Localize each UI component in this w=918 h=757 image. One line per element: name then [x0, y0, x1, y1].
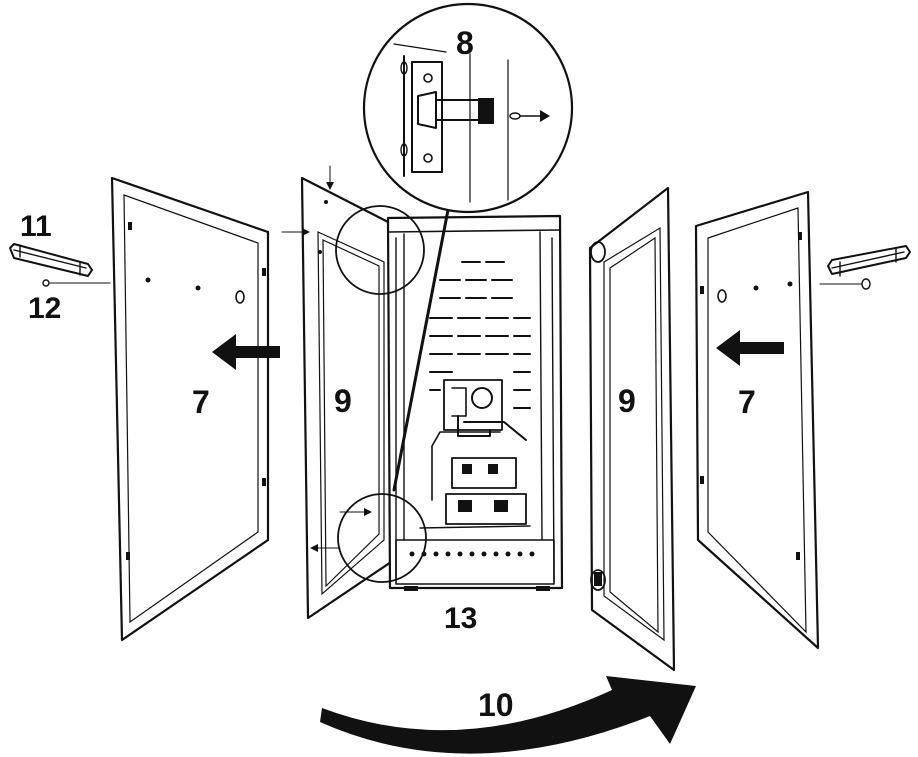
detail-leader-line [392, 208, 450, 492]
callout-13: 13 [444, 602, 477, 635]
arrow-right [716, 330, 784, 366]
arrow-left [212, 334, 280, 370]
side-panel-left [110, 176, 270, 642]
detail-circle-upper [335, 205, 425, 295]
detail-circle-lower [337, 493, 427, 583]
handle-right [827, 245, 911, 277]
door-right [588, 186, 676, 672]
screw-right [819, 278, 871, 290]
callout-9-left: 9 [334, 383, 352, 419]
callout-11: 11 [20, 210, 52, 243]
callout-10: 10 [478, 687, 514, 723]
callout-7-right: 7 [738, 384, 756, 420]
callout-12: 12 [28, 292, 61, 325]
handle-left [9, 243, 93, 277]
screw-left [42, 279, 111, 287]
hinge-detail [362, 2, 574, 214]
callout-8: 8 [456, 25, 474, 61]
callout-7-left: 7 [192, 384, 210, 420]
curved-arrow [320, 676, 696, 754]
appliance-body [386, 214, 564, 591]
callout-9-right: 9 [618, 383, 636, 419]
side-panel-right [694, 190, 820, 650]
